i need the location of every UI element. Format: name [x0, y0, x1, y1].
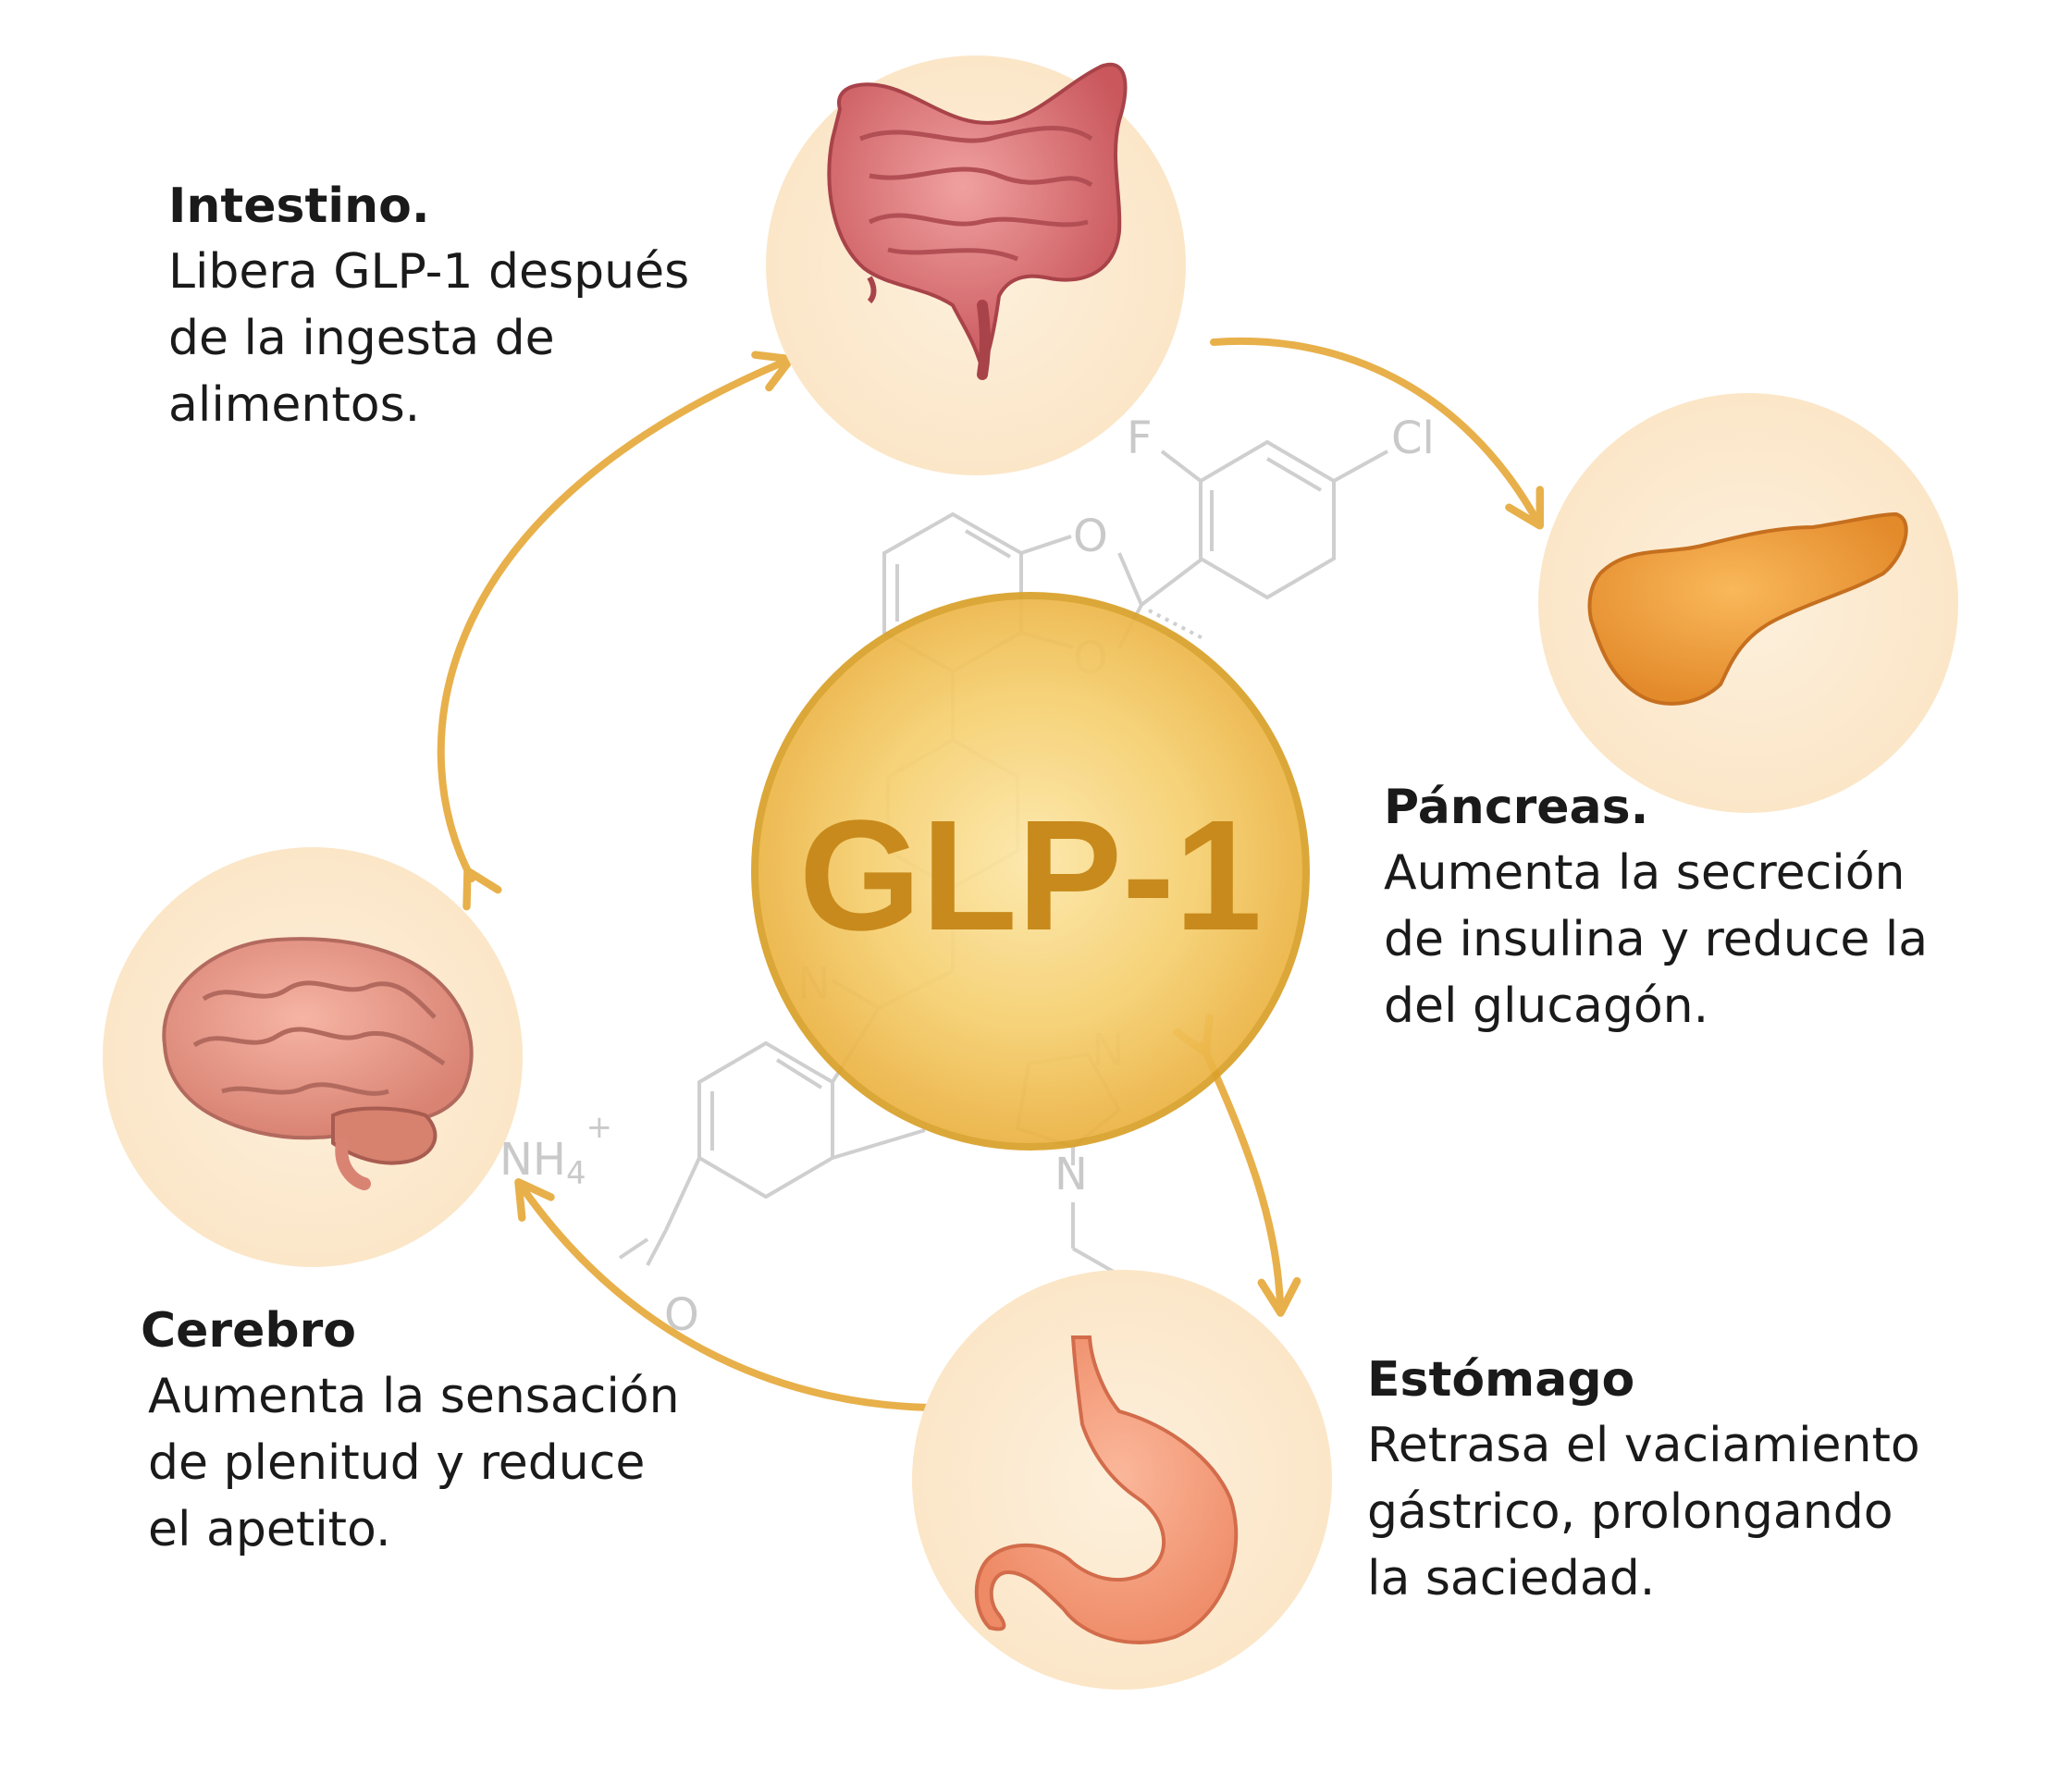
pancreas-text: Páncreas. Aumenta la secreción de insuli…	[1384, 775, 1994, 1040]
cycle-arrows	[437, 338, 1544, 1411]
atom-label-f: F	[1127, 412, 1153, 464]
estomago-desc-line: gástrico, prolongando	[1367, 1484, 1893, 1540]
brain-icon	[162, 937, 474, 1190]
center-label: GLP-1	[799, 788, 1263, 964]
intestino-title: Intestino.	[168, 178, 430, 234]
arrow-estomago-to-cerebro	[514, 1177, 938, 1411]
estomago-text: Estómago Retrasa el vaciamiento gástrico…	[1367, 1347, 1959, 1612]
cerebro-node	[103, 847, 523, 1267]
cerebro-desc-line: de plenitud y reduce	[148, 1435, 646, 1491]
arrow-intestino-to-pancreas	[1210, 338, 1544, 530]
pancreas-node	[1538, 393, 1958, 813]
glp1-center: GLP-1	[751, 592, 1310, 1151]
atom-label-o1: O	[1073, 511, 1108, 562]
cerebro-text: Cerebro Aumenta la sensación de plenitud…	[141, 1298, 733, 1563]
cerebro-desc-line: Aumenta la sensación	[148, 1369, 680, 1424]
cerebro-desc-line: el apetito.	[148, 1502, 391, 1557]
estomago-node	[912, 1270, 1332, 1690]
stomach-icon	[974, 1335, 1239, 1644]
cerebro-title: Cerebro	[141, 1303, 356, 1359]
arrow-pancreas-estomago-bidirectional	[1173, 1014, 1301, 1317]
pancreas-desc-line: de insulina y reduce la	[1384, 912, 1929, 967]
pancreas-desc-line: Aumenta la secreción	[1384, 845, 1906, 901]
arrow-cerebro-to-intestino	[437, 351, 796, 911]
intestino-node	[766, 55, 1186, 475]
atom-label-cl: Cl	[1391, 412, 1435, 464]
atom-label-n3: N	[1054, 1149, 1088, 1200]
intestino-text: Intestino. Libera GLP-1 después de la in…	[168, 174, 742, 438]
estomago-desc-line: Retrasa el vaciamiento	[1367, 1418, 1920, 1473]
pancreas-icon	[1587, 511, 1908, 706]
intestine-icon	[827, 62, 1128, 380]
atom-label-nh4: NH4+	[500, 1109, 612, 1192]
pancreas-title: Páncreas.	[1384, 780, 1649, 835]
pancreas-desc-line: del glucagón.	[1384, 978, 1709, 1034]
intestino-desc-line: alimentos.	[168, 377, 421, 433]
estomago-desc-line: la saciedad.	[1367, 1551, 1656, 1606]
intestino-desc-line: Libera GLP-1 después	[168, 244, 690, 300]
intestino-desc-line: de la ingesta de	[168, 311, 555, 366]
estomago-title: Estómago	[1367, 1352, 1635, 1408]
